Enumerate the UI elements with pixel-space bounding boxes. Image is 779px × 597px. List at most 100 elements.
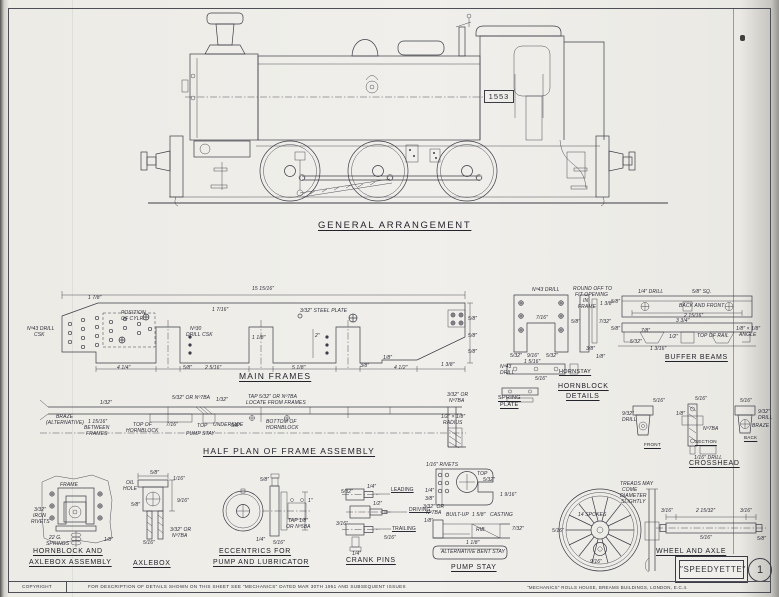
annotation: 5 1/8″ [292,365,306,371]
annotation: RADIUS [443,420,463,426]
crank-pins-drawing [342,488,407,552]
sheet-border [8,8,771,593]
label-trailing: TRAILING [392,526,416,532]
annotation: 1 3/8″ [441,362,455,368]
annotation: 5/16″ [535,376,548,382]
annotation: Nº43 DRILL [27,326,55,332]
annotation: 1 1/8″ [252,335,266,341]
annotation: DRILL [758,415,773,421]
pump-stay-drawing [432,468,510,560]
annotation: 9/16″ [590,559,603,565]
annotation: 1/16″ [173,476,186,482]
annotation: ALTERNATIVE BENT STAY [441,549,505,555]
annotation: RIB [476,527,485,533]
annotation: 1 15/16″ [88,419,108,425]
hornblock-details-drawing [501,294,598,403]
annotation: 5/32″ [546,353,559,359]
annotation: 1/4″ [352,551,362,557]
annotation: Nº7BA [172,533,188,539]
annotation: IN [583,298,589,304]
caption-spring-plate-2: PLATE [500,402,519,408]
annotation: 5/8″ [260,477,270,483]
annotation: FRAME [578,304,596,310]
annotation: CSK [34,332,45,338]
annotation: 5/32″ [510,353,523,359]
annotation: 1/8″ × 1/8″ [736,326,761,332]
half-plan-drawing [39,399,466,449]
annotation: 3/8″ [425,496,435,502]
annotation: RIVETS [31,519,50,525]
annotation: 3/32″ STEEL PLATE [300,308,348,314]
annotation: 1/8″ [676,411,686,417]
annotation: 1 9/16″ [500,492,517,498]
annotation: 1/8″ [383,355,393,361]
footer-address: "MECHANICS" ROLLS HOUSE, BREAMS BUILDING… [527,585,688,590]
annotation: 3/8″ [360,363,370,369]
annotation: 1 7/16″ [212,307,229,313]
annotation: BRAZE [56,414,74,420]
annotation: POSITION [121,310,146,316]
annotation: 5/32″ OR Nº7BA [172,395,211,401]
annotation: OIL [126,480,135,486]
annotation: 3/16″ [661,508,674,514]
annotation: 5/8″ [231,423,241,429]
annotation: 3 3/4″ [676,318,690,324]
sheet-number: 1 [748,558,772,582]
footer-divider [8,581,770,582]
locomotive-drawing [140,12,668,207]
caption-hornblock-details-1: HORNBLOCK [558,383,609,390]
annotation: 7/8″ [641,328,651,334]
annotation: LOCATE FROM FRAMES [246,400,306,406]
annotation: DRILL [500,370,515,376]
annotation: DIAMETER [620,493,647,499]
annotation: 5/8″ [468,349,478,355]
annotation: 2 5/16″ [205,365,222,371]
annotation: 1/2″ [373,501,383,507]
annotation: 1/16″ DRILL [694,455,723,461]
number-plate: 1553 [484,90,514,103]
annotation: COME [622,487,638,493]
annotation: 5/8″ [757,536,767,542]
annotation: 1/8″ [104,537,114,543]
annotation: 1/32″ [216,397,229,403]
annotation: 2 15/16″ [684,313,704,319]
annotation: 1/8″ [424,518,434,524]
wheel-axle-drawing [558,488,766,573]
caption-view-section: SECTION [695,439,717,444]
caption-main-frames: MAIN FRAMES [239,371,312,381]
scan-blemish [740,35,745,41]
annotation: SLIGHTLY [621,499,646,505]
caption-buffer-beams: BUFFER BEAMS [665,354,728,361]
annotation: 1 1/8″ [466,540,480,546]
annotation: BETWEEN [84,425,110,431]
drawing-title: "SPEEDYETTE" [679,560,745,579]
caption-crank-pins: CRANK PINS [346,557,396,564]
label-leading: LEADING [391,487,414,493]
main-frames-drawing [61,291,473,372]
annotation: 1/4″ [367,484,377,490]
copyright-label: COPYRIGHT [8,581,67,592]
annotation: 9/16″ [177,498,190,504]
annotation: IRON [33,513,46,519]
annotation: 5/16″ [653,398,666,404]
annotation: OF CYLR. [121,316,145,322]
annotation: 1/4″ [256,537,266,543]
annotation: OR Nº5BA [286,524,311,530]
caption-view-front: FRONT [644,442,661,447]
annotation: Nº7BA [449,398,465,404]
annotation: 5/8″ SQ. [692,289,712,295]
annotation: 5/32″ [483,477,496,483]
annotation: 3/32″ [34,507,47,513]
annotation: 1/4″ [425,488,435,494]
annotation: 5/8″ [611,299,621,305]
caption-eccentrics-2: PUMP AND LUBRICATOR [213,559,310,566]
annotation: BACK AND FRONT [679,303,725,309]
footer-description: FOR DESCRIPTION OF DETAILS SHOWN ON THIS… [88,584,406,589]
annotation: TREADS MAY [620,481,654,487]
annotation: TOP OF RAIL [697,333,729,339]
crosshead-drawing [632,403,756,455]
annotation: 5/8″ [571,319,581,325]
caption-half-plan: HALF PLAN OF FRAME ASSEMBLY [203,446,376,456]
caption-axlebox: AXLEBOX [133,560,171,567]
